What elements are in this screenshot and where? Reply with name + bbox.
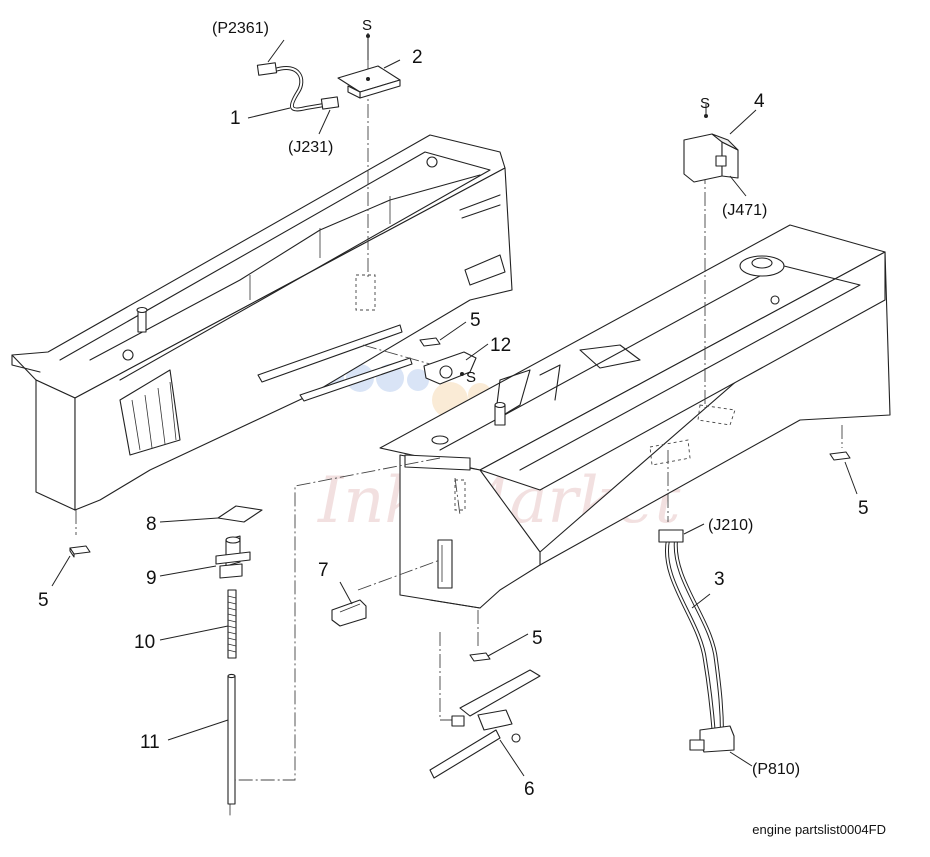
callout-12: 12 xyxy=(490,335,511,356)
screw-mark-12: S xyxy=(466,369,476,386)
callout-labels: 1 2 3 4 5 5 5 5 6 7 8 9 10 11 12 xyxy=(38,47,869,800)
pad-5 xyxy=(69,337,851,662)
callout-1: 1 xyxy=(230,108,241,129)
cable-assembly-1 xyxy=(256,62,340,112)
sensor-4 xyxy=(683,114,739,183)
connector-p2361: (P2361) xyxy=(212,20,269,37)
connector-j231: (J231) xyxy=(288,139,333,156)
callout-5-right: 5 xyxy=(858,498,869,519)
cable-assembly-3 xyxy=(658,529,735,753)
callout-10: 10 xyxy=(134,632,155,653)
callout-2: 2 xyxy=(412,47,423,68)
callout-9: 9 xyxy=(146,568,157,589)
screw-marks: S S S xyxy=(362,17,710,386)
callout-4: 4 xyxy=(754,91,765,112)
lever-6 xyxy=(429,669,541,779)
right-frame-part xyxy=(379,224,891,609)
callout-6: 6 xyxy=(524,779,535,800)
stopper-7 xyxy=(331,599,367,627)
leader-lines xyxy=(51,33,858,777)
left-frame-part xyxy=(11,134,513,511)
connector-j210: (J210) xyxy=(708,517,753,534)
callout-8: 8 xyxy=(146,514,157,535)
figure-caption: engine partslist0004FD xyxy=(752,822,886,837)
connector-p810: (P810) xyxy=(752,761,800,778)
screw-mark-4: S xyxy=(700,95,710,112)
callout-11: 11 xyxy=(140,732,160,753)
callout-5-bottom: 5 xyxy=(532,628,543,649)
shaft-assembly xyxy=(215,505,263,805)
connector-labels: (P2361) (J231) (J471) (J210) (P810) xyxy=(212,20,800,778)
sensor-board-2 xyxy=(337,65,401,99)
clip-12 xyxy=(423,351,477,385)
callout-3: 3 xyxy=(714,569,725,590)
callout-5-left: 5 xyxy=(38,590,49,611)
callout-7: 7 xyxy=(318,560,329,581)
connector-j471: (J471) xyxy=(722,202,767,219)
callout-5-center: 5 xyxy=(470,310,481,331)
screw-mark-2: S xyxy=(362,17,372,34)
